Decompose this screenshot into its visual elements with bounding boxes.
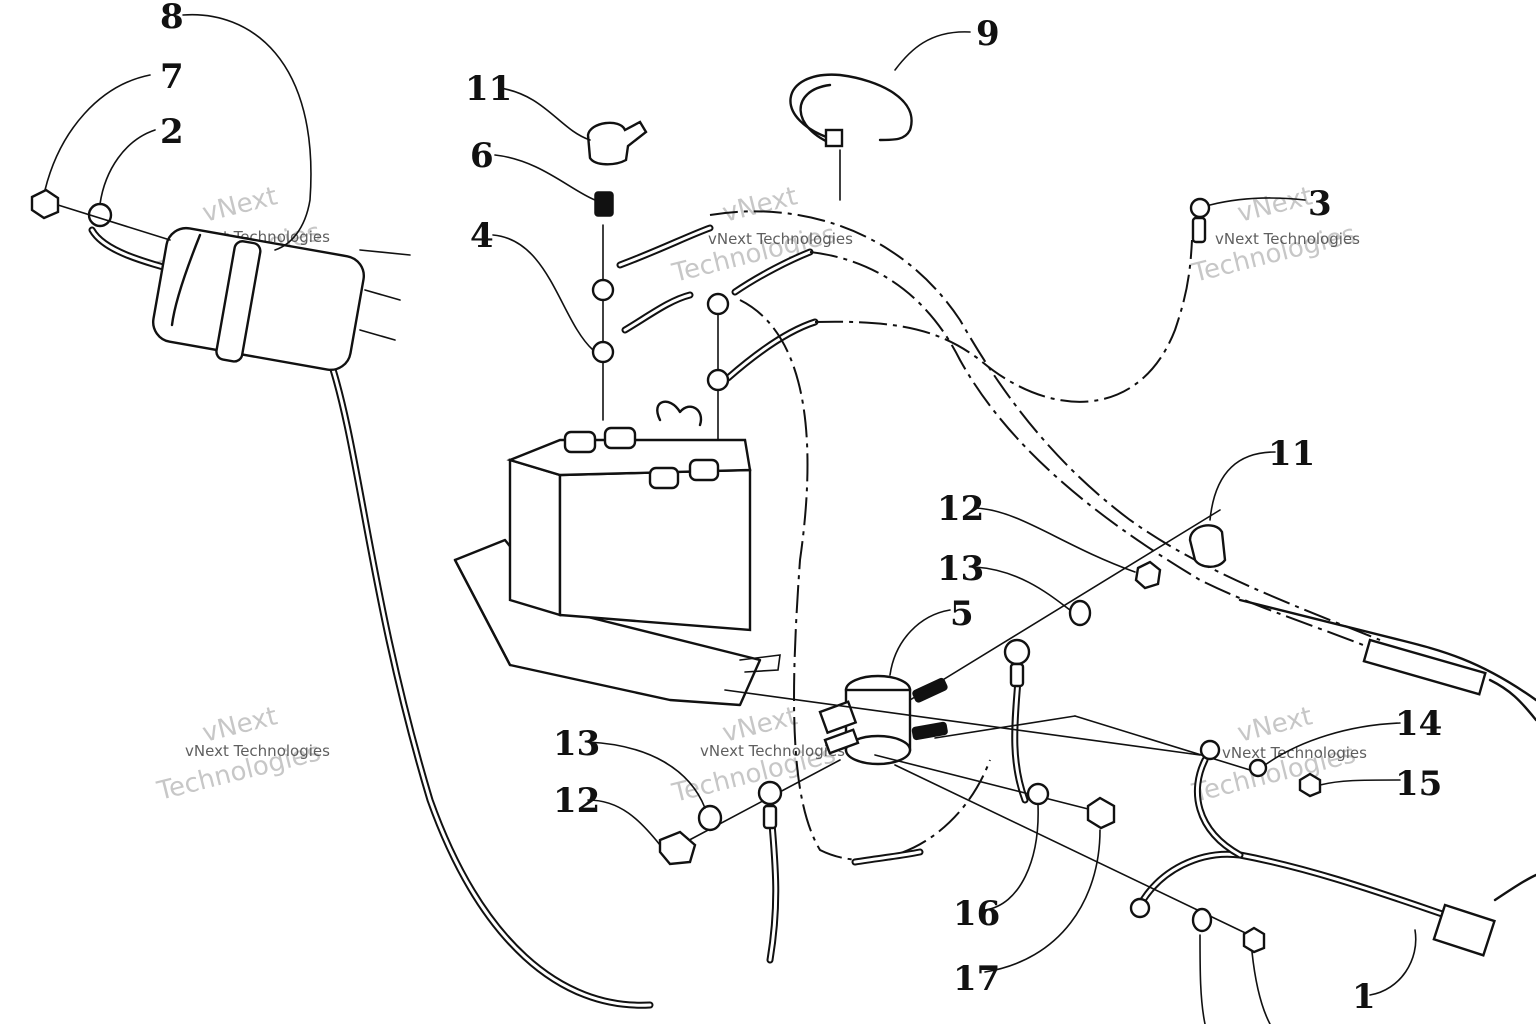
callout-14: 14 — [1395, 704, 1442, 744]
callout-8: 8 — [160, 0, 184, 37]
nut-7 — [30, 188, 60, 220]
wire-to-harness-2 — [809, 251, 1401, 661]
callout-12-lower: 12 — [553, 781, 600, 821]
nut-12-lower — [658, 830, 697, 866]
wire-to-3 — [814, 239, 1193, 403]
nut-15 — [1298, 772, 1322, 798]
callout-12-upper: 12 — [937, 489, 984, 529]
washer-14 — [1248, 758, 1268, 778]
washer-13-lower — [697, 804, 723, 832]
terminal-cap-11 — [586, 120, 648, 166]
svg-text:vNext: vNext — [1234, 701, 1315, 748]
washer-13-upper — [1068, 599, 1092, 627]
callout-15: 15 — [1395, 764, 1442, 804]
callout-16: 16 — [953, 894, 1000, 934]
wire-to-harness — [709, 210, 1381, 641]
ground-cable — [88, 226, 654, 1009]
battery-cable-lower — [724, 318, 819, 382]
callout-labels: 8 7 2 11 6 4 9 3 11 12 13 5 14 15 13 12 … — [160, 0, 1442, 1017]
callout-3: 3 — [1308, 184, 1332, 224]
svg-text:vNext Technologies: vNext Technologies — [1215, 230, 1360, 248]
bolt-6 — [594, 191, 614, 217]
callout-13-lower: 13 — [553, 724, 600, 764]
svg-text:vNext Technologies: vNext Technologies — [708, 230, 853, 248]
nut-17 — [1086, 796, 1116, 830]
svg-text:vNext: vNext — [199, 181, 280, 228]
callout-17: 17 — [953, 959, 1000, 999]
harness-item-1 — [1136, 850, 1464, 924]
ignition-coil — [151, 226, 411, 372]
starter-solenoid — [818, 674, 948, 766]
callout-11-right: 11 — [1268, 434, 1315, 474]
ring-terminal-3 — [1189, 197, 1211, 244]
callout-13-upper: 13 — [937, 549, 984, 589]
cable-group — [88, 210, 1536, 1009]
wire-loop — [739, 299, 991, 861]
washer-16 — [1026, 782, 1050, 806]
leader-lines — [44, 13, 1417, 1025]
svg-text:vNext Technologies: vNext Technologies — [185, 742, 330, 760]
callout-9: 9 — [976, 14, 1000, 54]
harness-connector — [1432, 903, 1496, 957]
svg-text:vNext: vNext — [1234, 181, 1315, 228]
watermark: vNext Technologies vNext Technologies — [153, 701, 330, 807]
callout-1: 1 — [1352, 977, 1376, 1017]
callout-2: 2 — [160, 112, 184, 152]
battery — [453, 400, 781, 707]
cable-clamp-9 — [789, 73, 913, 201]
callout-11: 11 — [465, 69, 512, 109]
svg-text:vNext Technologies: vNext Technologies — [700, 742, 845, 760]
nut-12-upper — [1134, 560, 1162, 590]
harness-sleeve — [1362, 638, 1487, 696]
svg-text:vNext: vNext — [719, 181, 800, 228]
svg-text:vNext Technologies: vNext Technologies — [1222, 744, 1367, 762]
callout-6: 6 — [470, 136, 494, 176]
watermark: vNext Technologies vNext Technologies — [668, 701, 845, 809]
callout-5: 5 — [950, 594, 974, 634]
harness-bundle — [1238, 598, 1536, 702]
coil-strap — [215, 240, 262, 363]
callout-7: 7 — [160, 57, 184, 97]
callout-4: 4 — [470, 216, 494, 256]
terminal-cap-11-right — [1188, 524, 1227, 568]
